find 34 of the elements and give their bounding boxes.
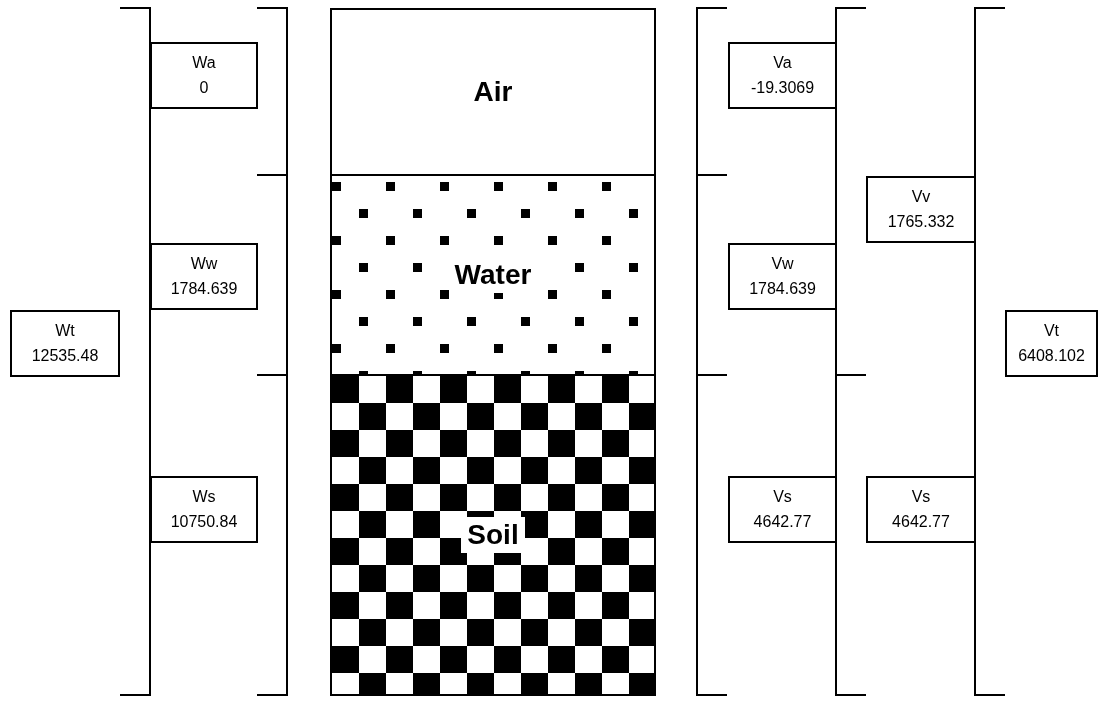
symbol-label: Vs — [773, 486, 792, 507]
soil-layer — [330, 374, 656, 696]
symbol-label: Va — [773, 52, 792, 73]
symbol-label: Vs — [911, 486, 931, 507]
value-label: 6408.102 — [1018, 345, 1085, 366]
symbol-label: Ws — [192, 486, 216, 507]
value-label: 12535.48 — [31, 345, 99, 366]
symbol-label: Wa — [192, 52, 216, 73]
value-box — [728, 476, 837, 543]
value-box — [1005, 310, 1098, 377]
value-box — [866, 476, 976, 543]
air-layer — [330, 8, 656, 176]
value-label: 1784.639 — [170, 278, 238, 299]
water-layer — [330, 174, 656, 376]
value-box — [10, 310, 120, 377]
value-box — [728, 243, 837, 310]
symbol-label: Vv — [911, 186, 931, 207]
value-label: 4642.77 — [753, 511, 812, 532]
symbol-label: Vw — [771, 253, 794, 274]
symbol-label: Wt — [55, 320, 75, 341]
value-label: 1784.639 — [749, 278, 816, 299]
value-box — [866, 176, 976, 243]
value-label: 4642.77 — [892, 511, 950, 532]
symbol-label: Ww — [190, 253, 218, 274]
value-box — [150, 243, 258, 310]
value-label: 0 — [199, 77, 209, 98]
symbol-label: Vt — [1043, 320, 1060, 341]
value-label: -19.3069 — [750, 77, 815, 98]
value-label: 10750.84 — [170, 511, 238, 532]
value-box — [150, 42, 258, 109]
value-box — [728, 42, 837, 109]
value-label: 1765.332 — [887, 211, 955, 232]
value-box — [150, 476, 258, 543]
layer-label: Soil — [461, 516, 525, 554]
